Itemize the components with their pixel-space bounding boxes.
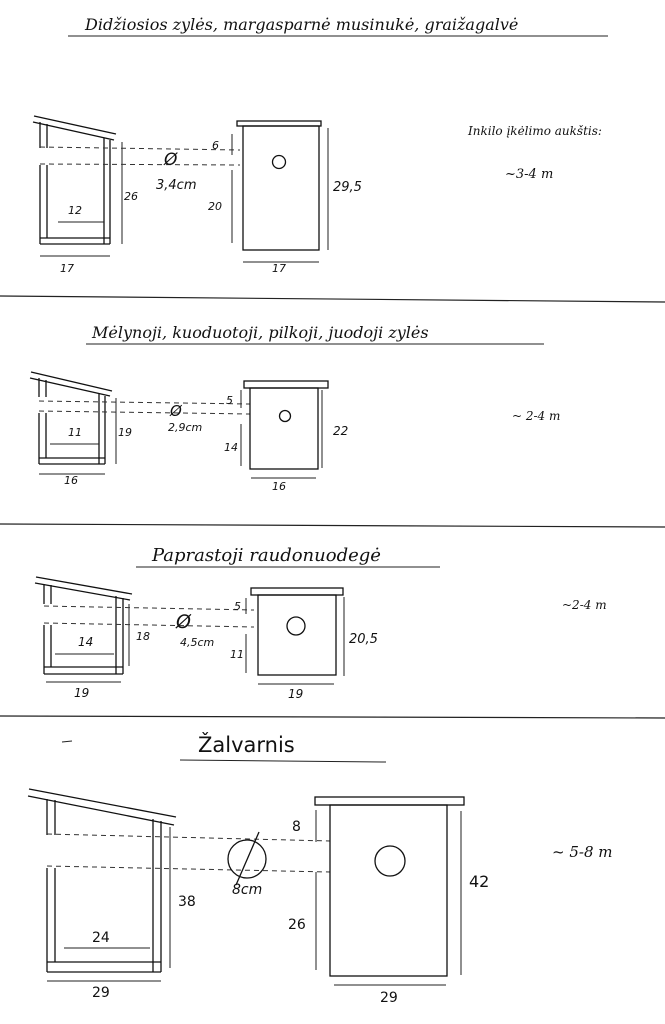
side-width-label: 16 — [64, 474, 78, 487]
mount-height: ~ 2-4 m — [512, 409, 560, 423]
section-blue-tit: Mėlynoji, kuoduotoji, pilkoji, juodoji z… — [29, 323, 560, 493]
section-roller: Žalvarnis 38 24 29 8cm — [27, 732, 612, 1006]
side-view — [32, 115, 123, 257]
section-divider — [0, 715, 665, 719]
section-redstart: Paprastoji raudonuodegė 18 14 19 Ø 4,5cm — [34, 545, 607, 701]
side-height-label: 18 — [136, 630, 150, 643]
side-view — [27, 788, 177, 982]
height-note: Inkilo įkėlimo aukštis: — [467, 124, 602, 138]
side-height-label: 38 — [178, 894, 196, 910]
front-view — [245, 587, 345, 685]
mount-height: ~ 5-8 m — [552, 843, 612, 861]
side-width-label: 19 — [74, 686, 89, 700]
top-gap-label: 6 — [212, 139, 219, 152]
floor-label: 12 — [68, 204, 82, 217]
front-width-label: 19 — [288, 687, 303, 701]
side-view — [29, 371, 117, 475]
below-hole-label: 20 — [208, 200, 222, 213]
title-underline — [179, 759, 387, 763]
top-gap-label: 8 — [292, 819, 301, 835]
section-title: Didžiosios zylės, margasparnė musinukė, … — [84, 15, 518, 34]
hole-size-label: 8cm — [232, 882, 262, 898]
floor-label: 11 — [68, 426, 82, 439]
section-divider — [0, 523, 665, 528]
floor-label: 24 — [92, 930, 110, 946]
hole-diameter-symbol — [227, 831, 267, 886]
section-divider — [0, 295, 665, 303]
pen-mark — [61, 740, 73, 743]
floor-label: 14 — [78, 635, 93, 649]
hole-symbol: Ø — [163, 150, 178, 170]
hole-size-label: 2,9cm — [168, 421, 202, 434]
front-width-label: 17 — [272, 262, 286, 275]
front-height-label: 29,5 — [333, 180, 362, 195]
section-title: Mėlynoji, kuoduotoji, pilkoji, juodoji z… — [91, 323, 429, 342]
front-height-label: 42 — [469, 872, 489, 891]
section-great-tit: Didžiosios zylės, margasparnė musinukė, … — [32, 15, 608, 275]
hole-size-label: 4,5cm — [180, 636, 214, 649]
hole-size-label: 3,4cm — [156, 178, 197, 193]
front-height-label: 22 — [333, 424, 348, 438]
side-height-label: 26 — [124, 190, 138, 203]
front-height-label: 20,5 — [349, 632, 378, 647]
below-hole-label: 11 — [230, 648, 244, 661]
below-hole-label: 14 — [224, 441, 238, 454]
front-view — [231, 120, 329, 263]
side-view — [34, 576, 133, 683]
top-gap-label: 5 — [226, 394, 233, 407]
section-title: Paprastoji raudonuodegė — [151, 545, 381, 566]
front-view — [314, 796, 465, 986]
hole-symbol: Ø — [175, 611, 192, 633]
front-view — [240, 380, 329, 479]
side-height-label: 19 — [118, 426, 132, 439]
front-width-label: 29 — [380, 990, 398, 1006]
hole-symbol: Ø — [169, 402, 183, 420]
front-width-label: 16 — [272, 480, 286, 493]
mount-height: ~3-4 m — [505, 167, 553, 182]
top-gap-label: 5 — [234, 600, 241, 613]
side-width-label: 29 — [92, 985, 110, 1001]
side-width-label: 17 — [60, 262, 74, 275]
section-title: Žalvarnis — [198, 732, 295, 757]
below-hole-label: 26 — [288, 917, 306, 933]
mount-height: ~2-4 m — [562, 598, 607, 612]
